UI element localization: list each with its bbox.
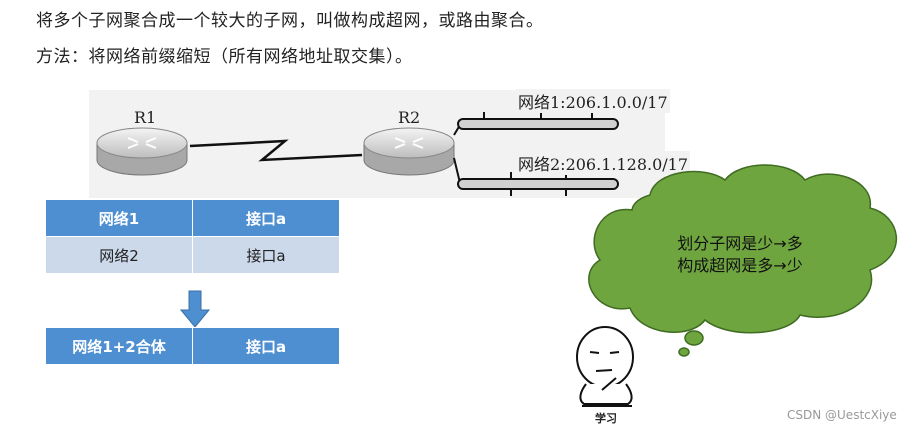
studying-face-icon [576, 326, 634, 407]
table-cell: 接口a [192, 236, 340, 274]
network1-label: 网络1:206.1.0.0/17 [516, 89, 670, 113]
cloud-text: 划分子网是少→多 构成超网是多→少 [640, 233, 840, 277]
method-text: 方法：将网络前缀缩短（所有网络地址取交集）。 [36, 47, 413, 67]
network2-label: 网络2:206.1.128.0/17 [516, 151, 691, 175]
cloud-line-2: 构成超网是多→少 [677, 256, 803, 275]
network1-bus [457, 112, 619, 130]
table-row: 网络1 接口a [45, 199, 340, 237]
table-row: 网络1+2合体 接口a [45, 327, 340, 365]
watermark: CSDN @UestcXiye [787, 408, 897, 422]
down-arrow-icon [180, 290, 210, 328]
router-r2-label: R2 [398, 108, 421, 127]
table-row: 网络2 接口a [45, 236, 340, 274]
serial-link [189, 139, 363, 162]
routing-table-after: 网络1+2合体 接口a [45, 327, 340, 365]
router-r2-icon [363, 127, 455, 176]
cloud-line-1: 划分子网是少→多 [677, 234, 803, 253]
router-r1-label: R1 [134, 108, 157, 127]
table-cell: 网络2 [45, 236, 193, 274]
routing-table-before: 网络1 接口a 网络2 接口a [45, 199, 340, 274]
table-cell: 网络1+2合体 [45, 327, 193, 365]
table-cell: 接口a [192, 327, 340, 365]
table-cell: 网络1 [45, 199, 193, 237]
face-caption: 学习 [595, 412, 617, 425]
table-cell: 接口a [192, 199, 340, 237]
router-r1-icon [96, 127, 188, 176]
intro-text: 将多个子网聚合成一个较大的子网，叫做构成超网，或路由聚合。 [36, 11, 544, 31]
network2-bus [457, 172, 619, 196]
